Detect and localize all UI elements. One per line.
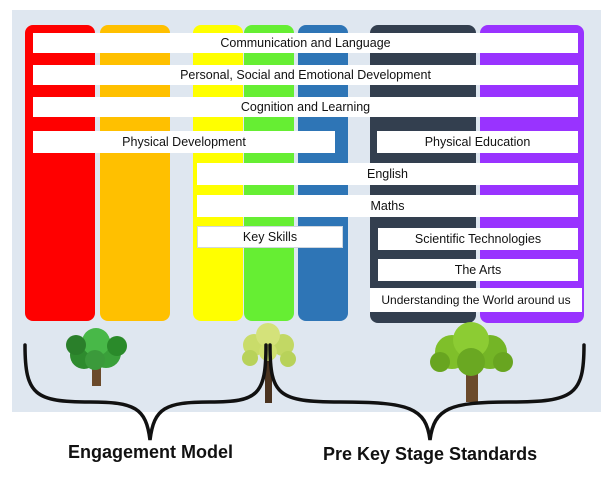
bar-maths: Maths [197,195,578,217]
bar-cognition: Cognition and Learning [33,97,578,117]
label-engagement-model: Engagement Model [68,442,234,462]
brace-engagement [23,343,268,441]
bar-physical-education: Physical Education [377,131,578,153]
sapling-icon [242,323,296,403]
bar-scientific-technologies: Scientific Technologies [378,228,578,250]
bar-communication: Communication and Language [33,33,578,53]
label-pre-key-stage-standards: Pre Key Stage Standards [323,444,538,464]
bar-physical-development: Physical Development [33,131,335,153]
bar-key-skills: Key Skills [197,226,343,248]
bar-psed: Personal, Social and Emotional Developme… [33,65,578,85]
bar-understanding-world: Understanding the World around us [370,288,582,312]
bar-the-arts: The Arts [378,259,578,281]
tree-icon [430,322,513,402]
bar-english: English [197,163,578,185]
brace-pre-key-stage [268,343,586,441]
tree-icon [66,328,127,386]
